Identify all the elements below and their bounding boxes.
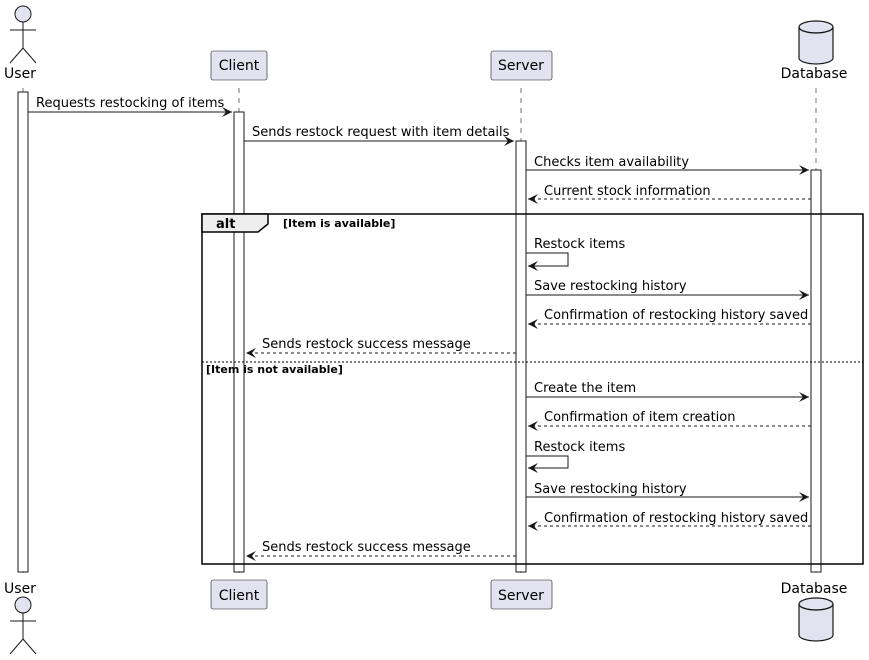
database-top-icon	[798, 20, 834, 65]
message-label: Confirmation of item creation	[544, 410, 735, 425]
message-label: Requests restocking of items	[36, 96, 225, 111]
message-label: Confirmation of restocking history saved	[544, 308, 808, 323]
participant-server-label-top: Server	[498, 58, 544, 74]
message-label: Save restocking history	[534, 482, 687, 497]
actor-user-top-icon	[9, 5, 37, 64]
message-arrow-self	[526, 455, 569, 473]
activation-database	[810, 169, 822, 573]
participant-database-label-bottom: Database	[781, 581, 848, 597]
message-label: Checks item availability	[534, 155, 689, 170]
participant-database-label-top: Database	[781, 66, 848, 82]
participant-user-label-bottom: User	[4, 581, 36, 597]
message-label: Confirmation of restocking history saved	[544, 511, 808, 526]
activation-user	[17, 91, 29, 573]
participant-server-box-top	[490, 50, 553, 81]
participant-client-box-top	[210, 50, 268, 81]
actor-user-bottom-icon	[9, 596, 37, 655]
message-arrow-self	[526, 252, 569, 271]
activation-server	[515, 140, 527, 573]
alt-tab	[201, 213, 269, 233]
alt-fragment: alt [Item is available] [Item is not ava…	[201, 213, 864, 565]
alt-condition-1: [Item is available]	[283, 217, 395, 230]
participant-user-label-top: User	[4, 66, 36, 82]
alt-condition-2: [Item is not available]	[206, 363, 343, 376]
message-label: Sends restock request with item details	[252, 125, 510, 140]
message-labels: Requests restocking of items Sends resto…	[36, 96, 808, 555]
message-label: Restock items	[534, 237, 625, 252]
participants-top: User Client Server Database	[4, 5, 848, 82]
participant-client-label-top: Client	[219, 58, 260, 74]
activations	[17, 91, 822, 573]
lifelines	[22, 88, 817, 577]
participant-client-label-bottom: Client	[219, 588, 260, 604]
message-label: Save restocking history	[534, 279, 687, 294]
participant-server-label-bottom: Server	[498, 588, 544, 604]
message-label: Create the item	[534, 381, 636, 396]
participant-client-box-bottom	[210, 579, 268, 610]
messages	[28, 107, 811, 561]
message-label: Restock items	[534, 440, 625, 455]
participant-server-box-bottom	[490, 579, 553, 610]
alt-frame	[201, 213, 864, 565]
message-label: Sends restock success message	[262, 540, 471, 555]
message-label: Current stock information	[544, 184, 711, 199]
alt-keyword: alt	[216, 217, 235, 232]
participants-bottom: User Client Server Database	[4, 579, 848, 655]
database-bottom-icon	[798, 597, 834, 642]
message-label: Sends restock success message	[262, 337, 471, 352]
activation-client	[233, 111, 245, 573]
